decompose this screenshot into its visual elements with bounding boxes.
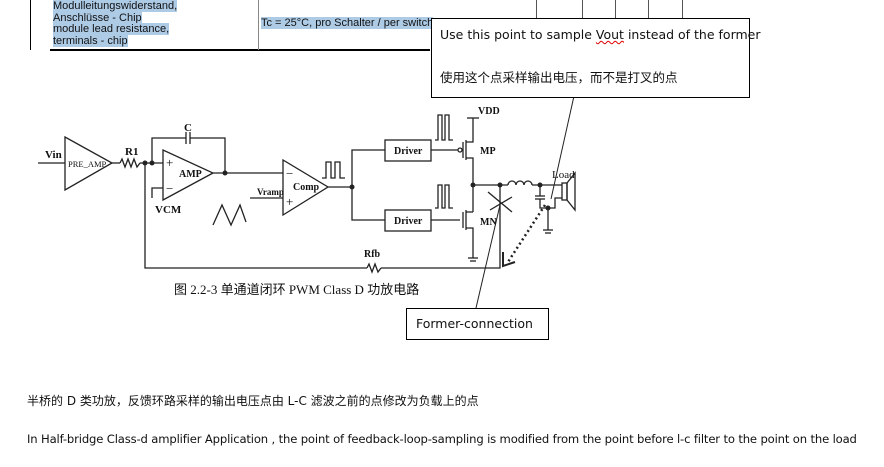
- table-row-divider: [50, 49, 430, 51]
- c-label: C: [184, 122, 192, 134]
- table-column-divider: [648, 0, 649, 18]
- mn-label: MN: [480, 217, 497, 228]
- table-column-divider: [582, 0, 583, 18]
- ramp-waveform-icon: [212, 203, 247, 227]
- mp-label: MP: [480, 146, 496, 157]
- load-label: Load: [552, 169, 575, 181]
- vcm-label: VCM: [155, 204, 182, 216]
- parameter-line: Anschlüsse - Chip: [53, 11, 142, 24]
- callout-text: Former-connection: [416, 316, 533, 331]
- figure-caption: 图 2.2-3 单通道闭环 PWM Class D 功放电路: [174, 282, 419, 297]
- amp-triangle: [162, 148, 215, 202]
- table-column-divider: [258, 0, 259, 50]
- callout-leader-top: [550, 95, 575, 200]
- comp-label: Comp: [293, 182, 320, 193]
- condition-text: Tc = 25°C, pro Schalter / per switch: [261, 17, 434, 29]
- minus-sign: −: [286, 166, 293, 181]
- mp-gate-bubble: [457, 147, 463, 153]
- condition-cell: Tc = 25°C, pro Schalter / per switch: [261, 17, 434, 30]
- vramp-label: Vramp: [257, 187, 284, 197]
- pre-amp-triangle: [64, 135, 114, 192]
- driver-bottom-label: Driver: [394, 216, 423, 227]
- callout-text: Use this point to sample: [440, 27, 596, 42]
- pre-amp-label: PRE_AMP: [68, 159, 107, 169]
- callout-sample-point: Use this point to sample Vout instead of…: [431, 18, 761, 98]
- paragraph-chinese: 半桥的 D 类功放，反馈环路采样的输出电压点由 L-C 滤波之前的点修改为负载上…: [27, 394, 479, 408]
- gate-pulse-bottom-icon: [435, 184, 453, 209]
- plus-sign: +: [166, 155, 173, 170]
- parameter-line: Modulleitungswiderstand,: [53, 0, 178, 12]
- comp-triangle: [282, 158, 330, 217]
- new-feedback-arrow: [506, 204, 547, 263]
- callout-text: instead of the former: [623, 27, 761, 42]
- callout-line-cn: 使用这个点采样输出电压，而不是打叉的点: [440, 70, 678, 85]
- callout-leader-bottom: [475, 204, 501, 309]
- parameter-line: module lead resistance,: [53, 23, 170, 35]
- cross-mark-icon: [487, 191, 513, 213]
- speaker-load-icon: [561, 182, 568, 201]
- callout-former-connection: Former-connection: [406, 308, 549, 340]
- amp-label: AMP: [179, 169, 202, 180]
- rfb-resistor: [366, 262, 382, 274]
- parameter-cell: Modulleitungswiderstand, Anschlüsse - Ch…: [53, 0, 178, 47]
- minus-sign: −: [166, 181, 173, 196]
- table-border-left: [30, 0, 31, 50]
- gate-pulse-top-icon: [435, 114, 453, 141]
- driver-top-label: Driver: [394, 146, 423, 157]
- table-column-divider: [682, 0, 683, 18]
- callout-text-vout: Vout: [595, 27, 624, 42]
- vdd-label: VDD: [478, 106, 500, 117]
- table-column-divider: [615, 0, 616, 18]
- callout-line-en: Use this point to sample Vout instead of…: [440, 27, 761, 42]
- r1-label: R1: [125, 146, 138, 158]
- node-dot: [142, 160, 148, 166]
- r1-resistor: [119, 157, 141, 169]
- table-column-divider: [536, 0, 537, 18]
- parameter-line: terminals - chip: [53, 34, 128, 47]
- inductor: [507, 180, 533, 186]
- paragraph-english: In Half-bridge Class-d amplifier Applica…: [27, 432, 857, 446]
- rfb-label: Rfb: [364, 249, 381, 260]
- pwm-pulse-icon: [322, 161, 345, 179]
- table-fragment: Modulleitungswiderstand, Anschlüsse - Ch…: [0, 0, 884, 52]
- vin-label: Vin: [45, 149, 62, 161]
- plus-sign: +: [286, 194, 293, 209]
